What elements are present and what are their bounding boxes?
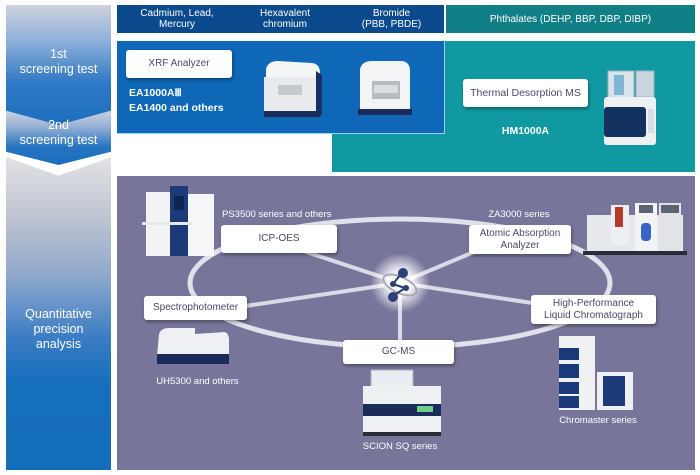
quantitative-panel: PS3500 series and others ICP-OES ZA3000 … [117,176,695,470]
step-2nd-line1: 2nd [48,118,69,132]
thermal-desorption-panel: Thermal Desorption MS HM1000A [332,41,695,172]
spectrophotometer-label: Spectrophotometer [144,296,247,320]
ea1000-instrument-icon [264,61,322,117]
header-col-chromium-line2: chromium [263,19,307,30]
center-glow [370,253,430,313]
ea1400-instrument-icon [358,61,412,115]
chromaster-instrument-icon [559,336,633,410]
icp-oes-label: ICP-OES [221,225,337,253]
scion-sq-model: SCION SQ series [362,441,438,452]
step-quantitative-line3: analysis [35,337,82,351]
thermal-desorption-label: Thermal Desorption MS [463,79,588,107]
header-col-chromium: Hexavalent chromium [235,8,335,30]
step-quantitative-line1: Quantitative [25,307,92,321]
step-quantitative-line2: precision [33,322,84,336]
gc-ms-label: GC-MS [343,340,454,364]
header-col-bromide-line1: Bromide [372,8,411,19]
header-heavy-metals: Cadmium, Lead, Mercury Hexavalent chromi… [117,5,444,33]
za3000-instrument-icon [583,203,687,255]
hm1000a-instrument-icon [604,70,656,145]
uh5300-instrument-icon [157,328,229,364]
step-quantitative-label: Quantitative precision analysis [6,307,111,352]
xrf-model-ea1400: EA1400 and others [129,102,224,114]
step-1st-line2: screening test [19,62,98,76]
chromaster-model: Chromaster series [559,415,637,426]
header-col-cadmium-line1: Cadmium, Lead, [140,8,214,19]
atomic-absorption-label: Atomic Absorption Analyzer [469,225,571,254]
hplc-label: High-Performance Liquid Chromatograph [531,295,656,324]
xrf-model-ea1000: EA1000AⅢ [129,87,182,99]
hplc-label-line2: Liquid Chromatograph [544,309,643,321]
atomic-absorption-label-line1: Atomic Absorption [479,227,561,239]
step-1st-label: 1st screening test [6,47,111,77]
analysis-steps: 1st screening test 2nd screening test Qu… [6,5,111,470]
header-col-cadmium: Cadmium, Lead, Mercury [117,8,237,30]
scion-sq-instrument-icon [363,369,441,436]
thermal-desorption-model: HM1000A [501,125,550,137]
header-col-phthalates: Phthalates (DEHP, BBP, DBP, DIBP) [489,14,652,25]
header-col-bromide-line2: (PBB, PBDE) [361,19,422,30]
uh5300-model: UH5300 and others [156,376,239,387]
header-col-chromium-line1: Hexavalent [259,8,311,19]
ps3500-instrument-icon [142,186,214,256]
xrf-models: EA1000AⅢ EA1400 and others [129,86,224,116]
xrf-panel: XRF Analyzer EA1000AⅢ EA1400 and others [117,41,445,134]
xrf-analyzer-label: XRF Analyzer [126,50,232,78]
header-col-bromide: Bromide (PBB, PBDE) [339,8,444,30]
step-2nd-line2: screening test [19,133,98,147]
step-1st-arrow [6,5,111,125]
atomic-absorption-label-line2: Analyzer [500,239,540,251]
icp-oes-model: PS3500 series and others [222,209,332,220]
atomic-absorption-model: ZA3000 series [488,209,550,220]
molecule-icon [382,268,418,302]
step-2nd-label: 2nd screening test [6,118,111,148]
header-phthalates: Phthalates (DEHP, BBP, DBP, DIBP) [446,5,695,33]
hplc-label-line1: High-Performance [552,297,635,309]
step-1st-line1: 1st [50,47,67,61]
header-col-cadmium-line2: Mercury [158,19,196,30]
step-quantitative-arrow [6,157,111,470]
